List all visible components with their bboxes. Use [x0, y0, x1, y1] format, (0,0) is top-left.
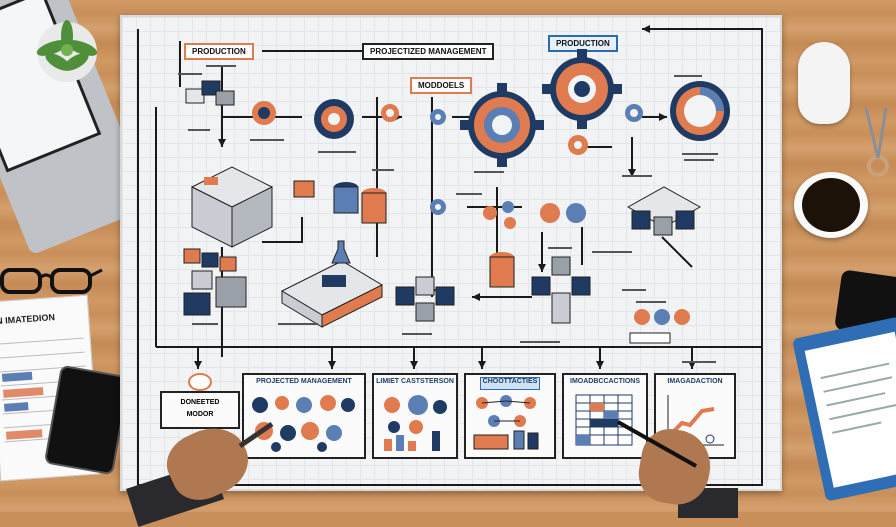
diagram-illustrations — [183, 49, 730, 344]
label-moddoels: MODDOELS — [410, 77, 473, 94]
large-gear-orange-icon — [542, 49, 622, 129]
panel-limiet-caststerson: LIMIET CASTSTERSON — [372, 373, 458, 459]
label-production-left: PRODUCTION — [184, 43, 254, 60]
cube-cluster-icon — [395, 276, 455, 322]
panel-title: IMOADBCCACTIONS — [570, 378, 640, 385]
flask-icon — [331, 240, 351, 264]
panel-choottacties: CHOOTTACTIES — [464, 373, 556, 459]
ring-chart-icon — [670, 81, 730, 141]
panel-gears-chart-graphic — [384, 395, 447, 451]
clipboard-lines — [820, 362, 896, 434]
computer-mouse — [798, 42, 850, 124]
label-projectized-management: PROJECTIZED MANAGEMENT — [362, 43, 495, 60]
side-box: DONEETED MODOR — [160, 391, 240, 429]
clipboard — [791, 316, 896, 502]
large-gear-icon — [460, 83, 544, 167]
gear-icon — [314, 99, 354, 139]
coffee-cup — [794, 172, 868, 238]
cylinder-icon — [489, 252, 515, 288]
annotation-scribbles — [178, 65, 718, 363]
side-document: N IMATEDION — [0, 294, 101, 482]
platform-icon — [280, 260, 384, 328]
scissors-icon — [864, 107, 889, 177]
eyeglasses — [0, 268, 103, 294]
panel-title: IMAGADACTION — [667, 378, 723, 385]
pen-right-icon — [617, 420, 697, 468]
panel-title: CHOOTTACTIES — [482, 378, 538, 385]
cylinder-stack-icon — [333, 182, 387, 224]
side-box-line1: DONEETED — [180, 399, 220, 406]
gear-cluster-icon — [540, 203, 586, 223]
panel-table-graphic — [575, 394, 633, 446]
gear-node-icon — [430, 199, 446, 215]
oval-node — [188, 373, 212, 391]
panel-projected-management: PROJECTED MANAGEMENT — [242, 373, 366, 459]
coffee — [802, 178, 860, 232]
gear-node-icon — [568, 135, 588, 155]
gear-small-icon — [252, 101, 276, 125]
cube-stack-icon — [190, 166, 274, 248]
panel-title-highlight — [480, 377, 540, 390]
panel-network-graphic — [473, 395, 539, 450]
clipboard-paper — [804, 331, 896, 488]
gear-node-icon — [625, 104, 643, 122]
panel-gears-graphic — [252, 395, 355, 452]
gear-node-icon — [381, 104, 399, 122]
cubes-icon — [185, 80, 235, 106]
document-heading: N IMATEDION — [0, 312, 56, 327]
succulent-plant — [36, 20, 98, 82]
side-box-line2: MODOR — [186, 411, 214, 418]
node-box-icon — [293, 180, 315, 198]
panel-title: PROJECTED MANAGEMENT — [256, 378, 352, 385]
document-table — [0, 337, 91, 443]
cube-stack-icon — [183, 248, 247, 316]
gear-cluster-icon — [634, 309, 690, 325]
gear-cluster-icon — [483, 201, 516, 229]
tray-icon — [629, 332, 671, 344]
panel-title: LIMIET CASTSTERSON — [376, 378, 454, 385]
panel-imoadbccactions: IMOADBCCACTIONS — [562, 373, 648, 459]
gear-node-blue-icon — [430, 109, 446, 125]
cube-stack-right-icon — [626, 186, 702, 236]
pen-left-icon — [238, 421, 274, 449]
diagram-sheet: PRODUCTION PROJECTIZED MANAGEMENT PRODUC… — [120, 15, 782, 491]
cube-cluster-icon — [531, 256, 591, 324]
